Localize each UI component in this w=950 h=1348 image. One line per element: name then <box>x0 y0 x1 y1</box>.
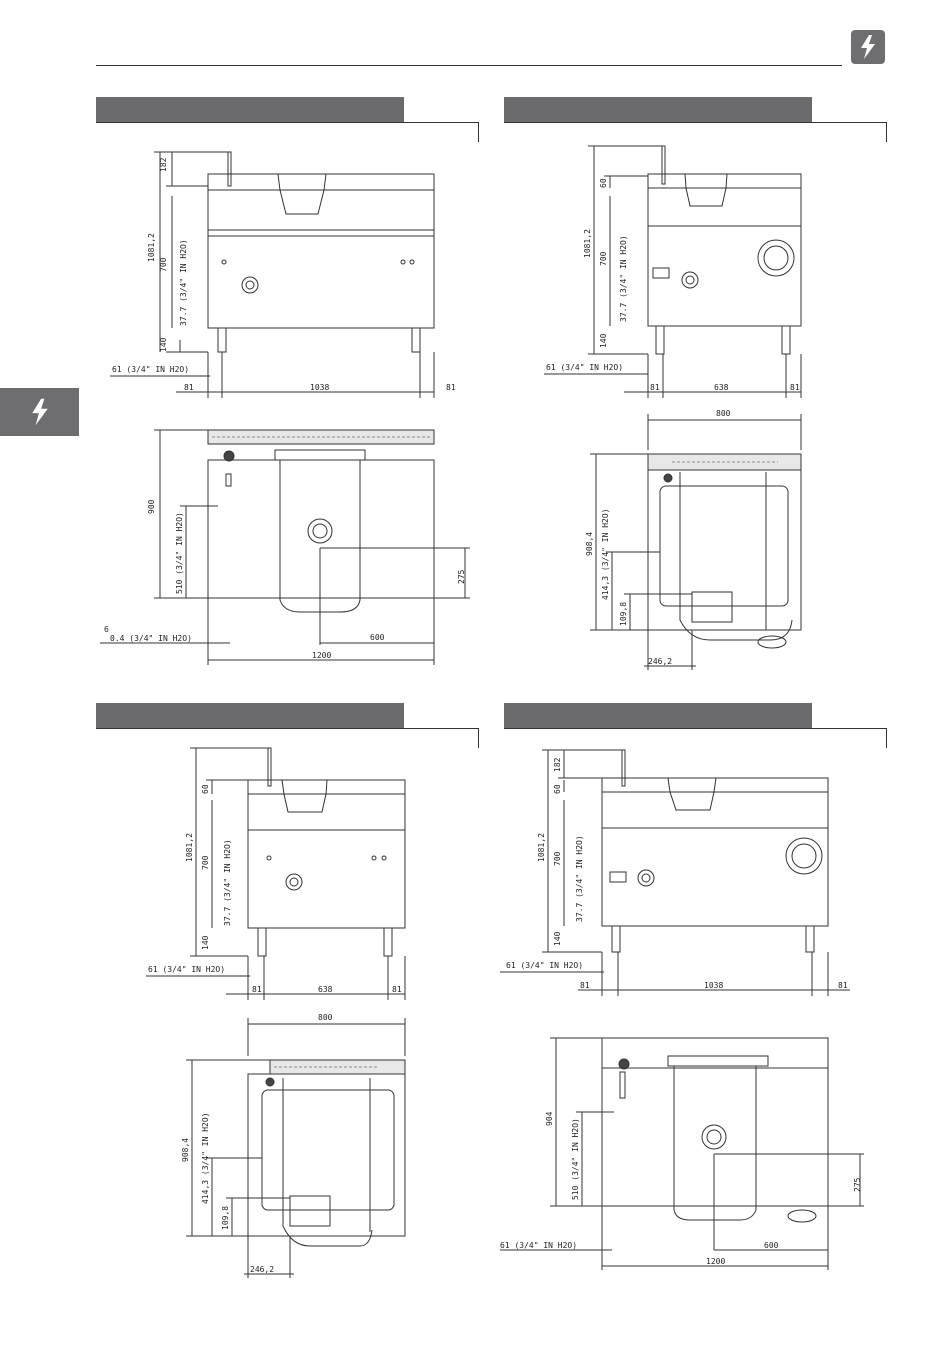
tl-front-w81a: 81 <box>184 383 194 392</box>
br-front-d140: 140 <box>553 931 562 946</box>
br-top-d600: 600 <box>764 1241 779 1250</box>
tl-top-view <box>100 429 470 665</box>
bl-front-view <box>146 747 406 1000</box>
tl-top-drain: 0.4 (3/4" IN H2O) <box>110 634 192 643</box>
bl-front-d140: 140 <box>201 935 210 950</box>
tr-front-water: 37.7 (3/4" IN H2O) <box>619 235 628 322</box>
tl-front-drain: 61 (3/4" IN H2O) <box>112 365 189 374</box>
br-top-view <box>500 1037 864 1270</box>
br-top-w1200: 1200 <box>706 1257 725 1266</box>
tl-front-d1081: 1081,2 <box>147 233 156 262</box>
tr-front-w81a: 81 <box>650 383 660 392</box>
bl-front-d700: 700 <box>201 855 210 870</box>
br-front-d700: 700 <box>553 851 562 866</box>
tr-top-w800: 800 <box>716 409 731 418</box>
br-front-w1038: 1038 <box>704 981 723 990</box>
br-front-w81a: 81 <box>580 981 590 990</box>
section-tick-br <box>886 728 887 748</box>
bl-front-w81a: 81 <box>252 985 262 994</box>
bl-front-d1081: 1081,2 <box>185 833 194 862</box>
br-top-drain: 61 (3/4" IN H2O) <box>500 1241 577 1250</box>
tl-front-w81b: 81 <box>446 383 456 392</box>
br-front-drain: 61 (3/4" IN H2O) <box>506 961 583 970</box>
br-front-water: 37.7 (3/4" IN H2O) <box>575 835 584 922</box>
bl-front-d60: 60 <box>201 784 210 794</box>
tr-top-d109: 109,8 <box>619 602 628 626</box>
bl-front-water: 37.7 (3/4" IN H2O) <box>223 839 232 926</box>
section-line-bl <box>96 728 478 729</box>
tl-front-d140: 140 <box>159 337 168 352</box>
bl-top-inlet: 414,3 (3/4" IN H2O) <box>201 1112 210 1204</box>
tl-top-d275: 275 <box>457 569 466 584</box>
tr-front-d60: 60 <box>599 178 608 188</box>
bl-top-d908: 908,4 <box>181 1138 190 1162</box>
tr-front-drain: 61 (3/4" IN H2O) <box>546 363 623 372</box>
bl-front-w638: 638 <box>318 985 333 994</box>
tr-front-d1081: 1081,2 <box>583 229 592 258</box>
section-bar-bl <box>96 703 404 728</box>
header-rule <box>96 65 842 66</box>
section-line-tl <box>96 122 478 123</box>
electric-badge <box>851 30 885 64</box>
tl-top-d600: 600 <box>370 633 385 642</box>
br-front-d60: 60 <box>553 784 562 794</box>
br-top-inlet: 510 (3/4" IN H2O) <box>571 1118 580 1200</box>
br-top-d275: 275 <box>853 1177 862 1192</box>
lightning-bolt-icon <box>31 398 48 426</box>
tr-front-w81b: 81 <box>790 383 800 392</box>
section-tick-tr <box>886 122 887 142</box>
tl-front-w1038: 1038 <box>310 383 329 392</box>
tl-top-d900: 900 <box>147 499 156 514</box>
bl-top-w800: 800 <box>318 1013 333 1022</box>
tl-top-d6: 6 <box>104 625 109 634</box>
bl-top-view <box>186 1018 406 1278</box>
tr-front-w638: 638 <box>714 383 729 392</box>
tl-front-water: 37.7 (3/4" IN H2O) <box>179 239 188 326</box>
section-line-tr <box>504 122 886 123</box>
tl-front-d700: 700 <box>159 257 168 272</box>
bl-top-d246: 246,2 <box>250 1265 274 1274</box>
vent-hatches <box>212 436 778 1068</box>
section-bar-br <box>504 703 812 728</box>
tr-top-d908: 908,4 <box>585 532 594 556</box>
tr-front-d700: 700 <box>599 251 608 266</box>
br-front-view <box>500 749 850 996</box>
tl-front-d182: 182 <box>159 157 168 172</box>
electric-side-tab <box>0 388 79 436</box>
tr-front-view <box>544 145 802 398</box>
tr-top-d246: 246,2 <box>648 657 672 666</box>
section-bar-tl <box>96 97 404 122</box>
tr-top-view <box>590 414 802 670</box>
br-front-d182: 182 <box>553 757 562 772</box>
lightning-bolt-icon <box>861 35 875 59</box>
section-line-br <box>504 728 886 729</box>
tl-top-inlet: 510 (3/4" IN H2O) <box>175 512 184 594</box>
tl-top-w1200: 1200 <box>312 651 331 660</box>
section-bar-tr <box>504 97 812 122</box>
tl-front-view <box>110 151 435 398</box>
br-top-d904: 904 <box>545 1111 554 1126</box>
section-tick-tl <box>478 122 479 142</box>
tr-front-d140: 140 <box>599 333 608 348</box>
section-tick-bl <box>478 728 479 748</box>
bl-front-w81b: 81 <box>392 985 402 994</box>
br-front-w81b: 81 <box>838 981 848 990</box>
bl-front-drain: 61 (3/4" IN H2O) <box>148 965 225 974</box>
tr-top-inlet: 414,3 (3/4" IN H2O) <box>601 508 610 600</box>
br-front-d1081: 1081,2 <box>537 833 546 862</box>
bl-top-d109: 109,8 <box>221 1206 230 1230</box>
